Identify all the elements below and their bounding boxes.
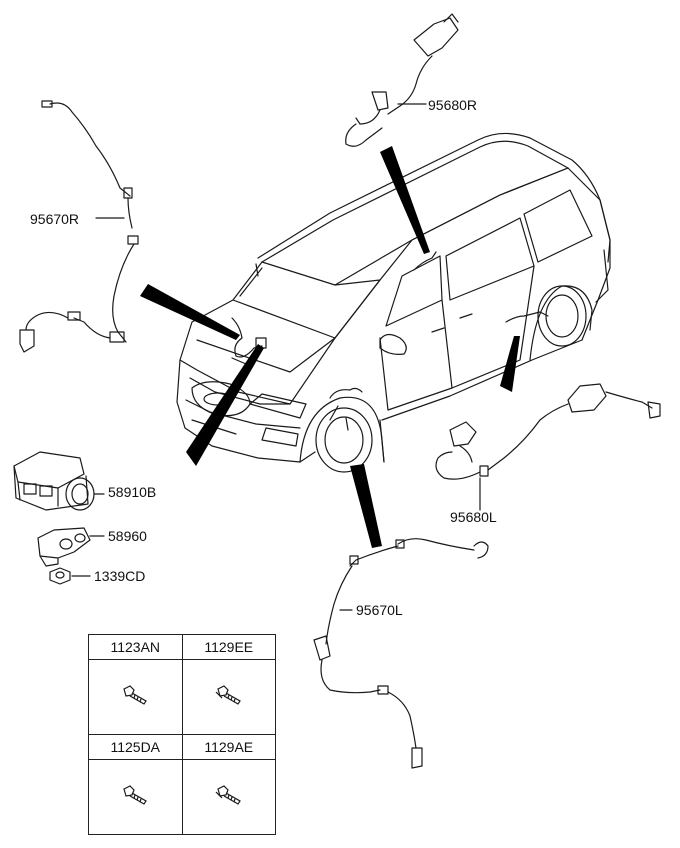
van-wiring [231,251,549,431]
fastener-table: 1123AN 1129EE 1125D [88,634,276,835]
bolt-icon [215,784,241,805]
fastener-cell [181,659,276,735]
label-1339cd: 1339CD [94,568,146,584]
fastener-cell [181,759,276,835]
hecu-58910b-drawing [13,451,105,511]
label-95670l: 95670L [356,602,403,618]
nut-1339cd-drawing [49,567,91,585]
label-95670r: 95670R [30,211,80,227]
minivan-outline [176,132,611,473]
sensor-95670l-drawing [313,538,489,769]
fastener-code: 1125DA [88,734,183,760]
label-58910b: 58910B [108,484,157,500]
bracket-58960-drawing [37,527,105,567]
pointer-wedges [140,146,520,548]
bolt-icon [123,684,148,705]
bolt-icon [215,684,241,705]
label-95680r: 95680R [428,97,478,113]
fastener-code: 1123AN [88,634,183,660]
label-58960: 58960 [108,528,147,544]
sensor-95680l-drawing [435,383,661,480]
fastener-code: 1129EE [181,634,276,660]
label-95680l: 95680L [450,509,497,525]
sensor-95670r-drawing [19,100,139,353]
leader-lines [95,103,481,611]
sensor-95680r-drawing [345,13,459,147]
fastener-cell [88,759,183,835]
fastener-cell [88,659,183,735]
bolt-icon [123,784,148,805]
fastener-code: 1129AE [181,734,276,760]
